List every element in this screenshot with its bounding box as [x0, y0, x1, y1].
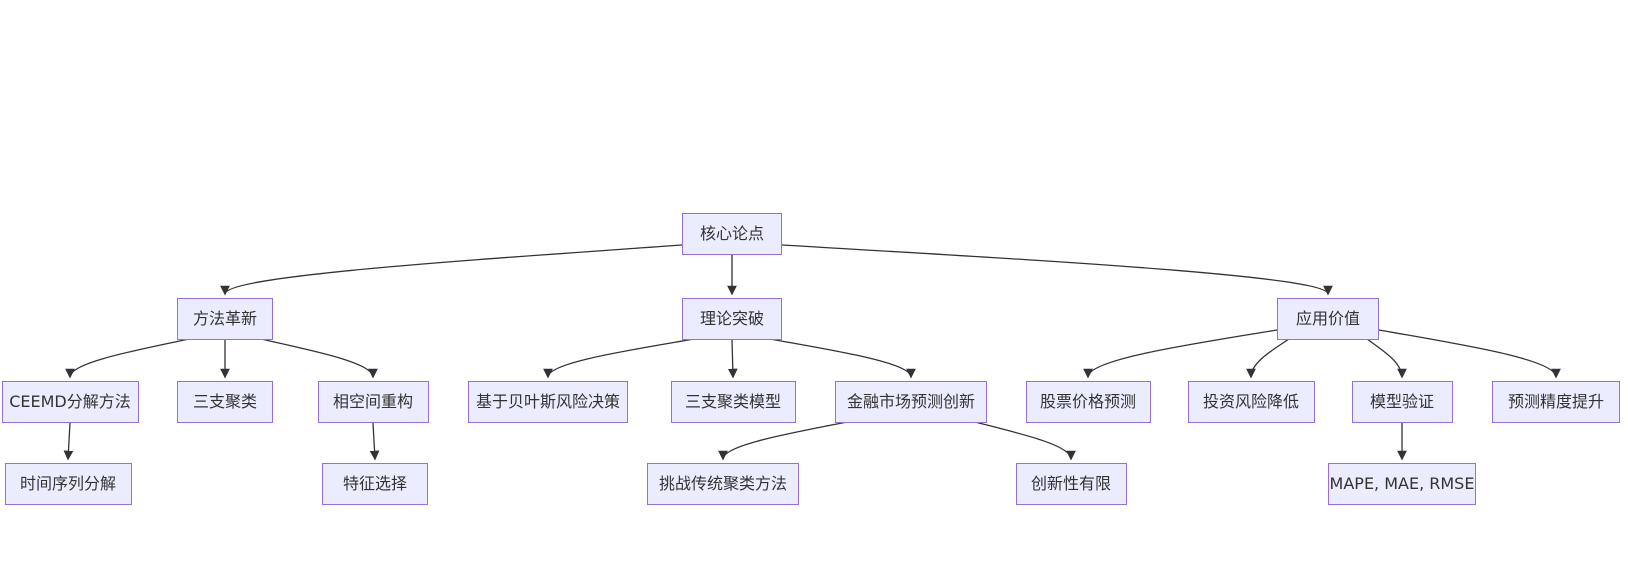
- node-ceemd: CEEMD分解方法: [1, 381, 139, 423]
- node-label: 特征选择: [342, 474, 407, 493]
- edge-theory-to-bayes: [543, 338, 695, 379]
- node-three-way-model: 三支聚类模型: [670, 381, 796, 423]
- node-accuracy-up: 预测精度提升: [1492, 381, 1620, 423]
- node-label: 理论突破: [699, 309, 764, 328]
- edge-core-to-application: [781, 244, 1333, 296]
- node-ts-decompose: 时间序列分解: [4, 463, 132, 505]
- edge-group: [63, 244, 1561, 461]
- node-label: 投资风险降低: [1202, 392, 1299, 411]
- edge-fin-innovation-to-challenge: [718, 421, 848, 461]
- node-label: 三支聚类模型: [684, 392, 781, 411]
- edge-application-to-accuracy-up: [1378, 329, 1561, 379]
- node-label: 三支聚类: [192, 392, 257, 411]
- node-label: 金融市场预测创新: [846, 392, 975, 411]
- edge-application-to-model-validate: [1366, 338, 1407, 379]
- node-label: 模型验证: [1369, 392, 1434, 411]
- node-feature-select: 特征选择: [322, 463, 428, 505]
- node-challenge: 挑战传统聚类方法: [647, 463, 799, 505]
- node-core: 核心论点: [682, 213, 782, 255]
- node-method: 方法革新: [177, 298, 273, 340]
- edge-application-to-stock-predict: [1083, 329, 1278, 379]
- node-application: 应用价值: [1277, 298, 1379, 340]
- edge-ceemd-to-ts-decompose: [63, 422, 74, 461]
- node-limited-novelty: 创新性有限: [1015, 463, 1127, 505]
- edge-theory-to-three-way-model: [727, 339, 738, 379]
- node-label: 核心论点: [699, 224, 764, 243]
- node-label: 方法革新: [192, 309, 257, 328]
- node-label: 股票价格预测: [1039, 392, 1136, 411]
- node-label: 应用价值: [1295, 309, 1360, 328]
- node-stock-predict: 股票价格预测: [1025, 381, 1151, 423]
- node-label: 基于贝叶斯风险决策: [475, 392, 620, 411]
- edge-method-to-phase-space: [260, 338, 378, 379]
- edge-phase-space-to-feature-select: [369, 422, 380, 461]
- node-label: 挑战传统聚类方法: [658, 474, 787, 493]
- node-fin-innovation: 金融市场预测创新: [835, 381, 987, 423]
- node-label: MAPE, MAE, RMSE: [1329, 474, 1475, 493]
- node-label: 相空间重构: [332, 392, 413, 411]
- node-label: CEEMD分解方法: [9, 392, 131, 411]
- node-risk-reduction: 投资风险降低: [1187, 381, 1315, 423]
- node-three-way: 三支聚类: [177, 381, 273, 423]
- edge-theory-to-fin-innovation: [769, 338, 916, 379]
- edge-application-to-risk-reduction: [1246, 338, 1290, 379]
- node-label: 创新性有限: [1030, 474, 1111, 493]
- edge-core-to-method: [220, 244, 683, 296]
- edge-method-to-ceemd: [65, 338, 190, 379]
- node-label: 预测精度提升: [1507, 392, 1604, 411]
- node-label: 时间序列分解: [19, 474, 116, 493]
- node-phase-space: 相空间重构: [317, 381, 429, 423]
- node-metrics: MAPE, MAE, RMSE: [1328, 463, 1476, 505]
- node-model-validate: 模型验证: [1351, 381, 1453, 423]
- node-theory: 理论突破: [682, 298, 782, 340]
- node-bayes: 基于贝叶斯风险决策: [468, 381, 628, 423]
- edge-fin-innovation-to-limited-novelty: [974, 421, 1076, 461]
